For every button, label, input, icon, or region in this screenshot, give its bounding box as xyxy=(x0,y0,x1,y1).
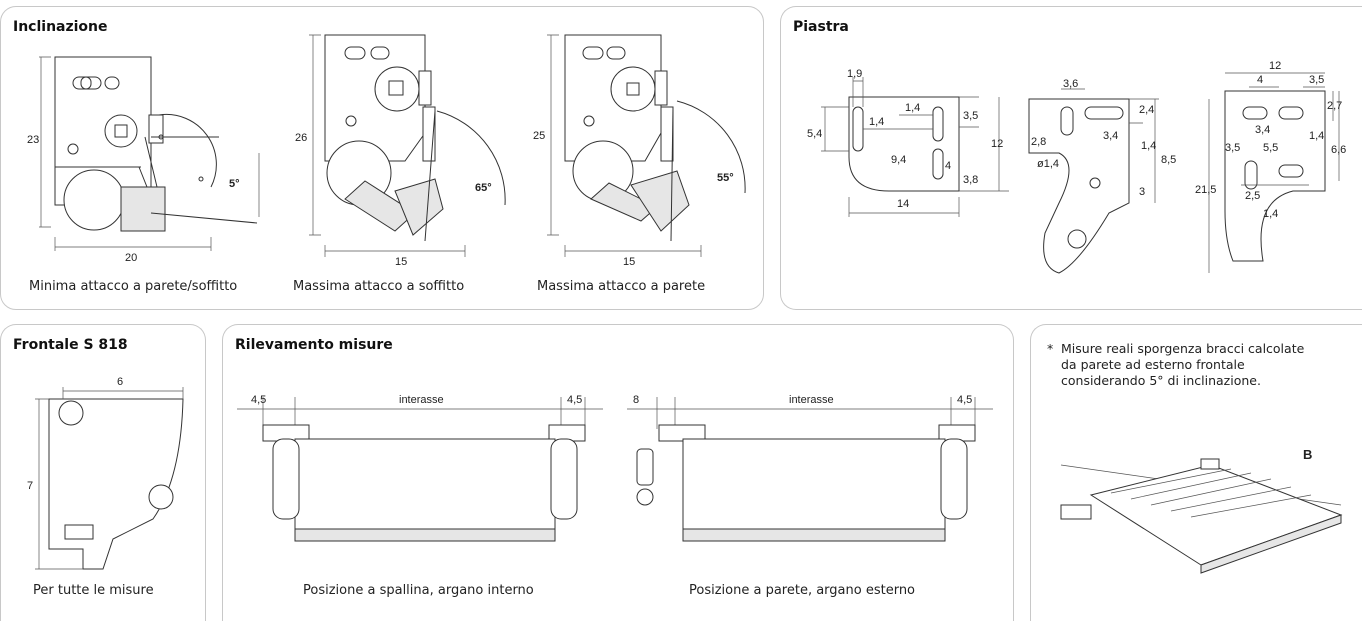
pr-d1: 12 xyxy=(1269,60,1281,72)
pm-d9: 21,5 xyxy=(1195,184,1216,196)
pm-d3: 2,8 xyxy=(1031,136,1046,148)
pm-d8: 3 xyxy=(1139,186,1145,198)
dim-w1: 20 xyxy=(125,252,137,264)
left-dim-mid: interasse xyxy=(399,394,444,406)
dim-ang2: 65° xyxy=(475,182,492,194)
piastra-panel: Piastra 1,9 1,4 1,4 5,4 9,4 3,5 4 3,8 12… xyxy=(780,6,1362,310)
frontale-caption: Per tutte le misure xyxy=(33,583,154,598)
inclination-min-drawing: 23 20 5° xyxy=(27,56,260,264)
pl-d2: 1,4 xyxy=(905,102,920,114)
pr-d6: 1,4 xyxy=(1309,130,1324,142)
pr-d5: 3,4 xyxy=(1255,124,1270,136)
piastra-title: Piastra xyxy=(793,19,849,35)
label-b: B xyxy=(1303,447,1312,462)
pr-d2: 4 xyxy=(1257,74,1263,86)
dim-w2: 15 xyxy=(395,256,407,268)
pl-d9: 12 xyxy=(991,138,1003,150)
dim-w3: 15 xyxy=(623,256,635,268)
pr-d4: 2,7 xyxy=(1327,100,1342,112)
pl-d10: 14 xyxy=(897,198,909,210)
right-dim-a: 8 xyxy=(633,394,639,406)
left-dim-b: 4,5 xyxy=(567,394,582,406)
caption-min: Minima attacco a parete/soffitto xyxy=(29,279,238,294)
pl-d7: 4 xyxy=(945,160,951,172)
frontale-dim-w: 6 xyxy=(117,376,123,388)
pl-d6: 3,5 xyxy=(963,110,978,122)
dim-h2: 26 xyxy=(295,132,307,144)
pr-d9: 5,5 xyxy=(1263,142,1278,154)
pm-d5: 1,4 xyxy=(1141,140,1156,152)
pl-d4: 5,4 xyxy=(807,128,822,140)
plate-left-drawing: 1,9 1,4 1,4 5,4 9,4 3,5 4 3,8 12 14 xyxy=(807,68,1009,217)
pl-d1: 1,9 xyxy=(847,68,862,80)
pr-d3: 3,5 xyxy=(1309,74,1324,86)
plate-right-drawing: 12 4 3,5 2,7 3,4 1,4 6,6 3,5 5,5 2,5 1,4 xyxy=(1224,60,1346,262)
pm-d1: 3,6 xyxy=(1063,78,1078,90)
dim-h3: 25 xyxy=(533,130,545,142)
pr-d8: 3,5 xyxy=(1225,142,1240,154)
rilevamento-left-drawing: 4,5 interasse 4,5 xyxy=(237,394,603,542)
pm-d7: ø1,4 xyxy=(1037,158,1059,170)
rilevamento-panel: Rilevamento misure 4,5 interasse 4,5 Pos… xyxy=(222,324,1014,621)
pm-d6: 8,5 xyxy=(1161,154,1176,166)
dim-h1: 23 xyxy=(27,134,39,146)
pl-d5: 9,4 xyxy=(891,154,906,166)
inclination-ceiling-drawing: 26 15 65° xyxy=(295,34,506,268)
pl-d3: 1,4 xyxy=(869,116,884,128)
dim-ang1: 5° xyxy=(229,178,240,190)
dim-ang3: 55° xyxy=(717,172,734,184)
plate-mid-drawing: 3,6 2,4 2,8 3,4 1,4 8,5 ø1,4 3 21,5 xyxy=(1028,78,1216,274)
inclination-wall-drawing: 25 15 55° xyxy=(533,34,746,268)
frontale-profile-drawing: 6 7 xyxy=(27,376,184,570)
frontale-panel: Frontale S 818 6 7 Per tutte le misure xyxy=(0,324,206,621)
pr-d11: 1,4 xyxy=(1263,208,1278,220)
rilevamento-caption-left: Posizione a spallina, argano interno xyxy=(303,583,534,598)
rilevamento-title: Rilevamento misure xyxy=(235,337,393,353)
pm-d4: 3,4 xyxy=(1103,130,1118,142)
inclinazione-panel: Inclinazione 23 20 5° Minima attacco a p… xyxy=(0,6,764,310)
rilevamento-right-drawing: 8 interasse 4,5 xyxy=(627,394,993,542)
inclinazione-title: Inclinazione xyxy=(13,19,108,35)
pr-d10: 2,5 xyxy=(1245,190,1260,202)
pr-d7: 6,6 xyxy=(1331,144,1346,156)
note-panel: * Misure reali sporgenza bracci calcolat… xyxy=(1030,324,1362,621)
right-dim-mid: interasse xyxy=(789,394,834,406)
rilevamento-caption-right: Posizione a parete, argano esterno xyxy=(689,583,916,598)
right-dim-b: 4,5 xyxy=(957,394,972,406)
caption-ceiling: Massima attacco a soffitto xyxy=(293,279,465,294)
pl-d8: 3,8 xyxy=(963,174,978,186)
left-dim-a: 4,5 xyxy=(251,394,266,406)
note-text: Misure reali sporgenza bracci calcolate … xyxy=(1061,341,1305,388)
frontale-title: Frontale S 818 xyxy=(13,337,128,353)
pm-d2: 2,4 xyxy=(1139,104,1154,116)
awning-drawing: B xyxy=(1060,447,1343,574)
caption-wall: Massima attacco a parete xyxy=(537,279,706,294)
note-star: * xyxy=(1047,341,1054,356)
frontale-dim-h: 7 xyxy=(27,480,33,492)
